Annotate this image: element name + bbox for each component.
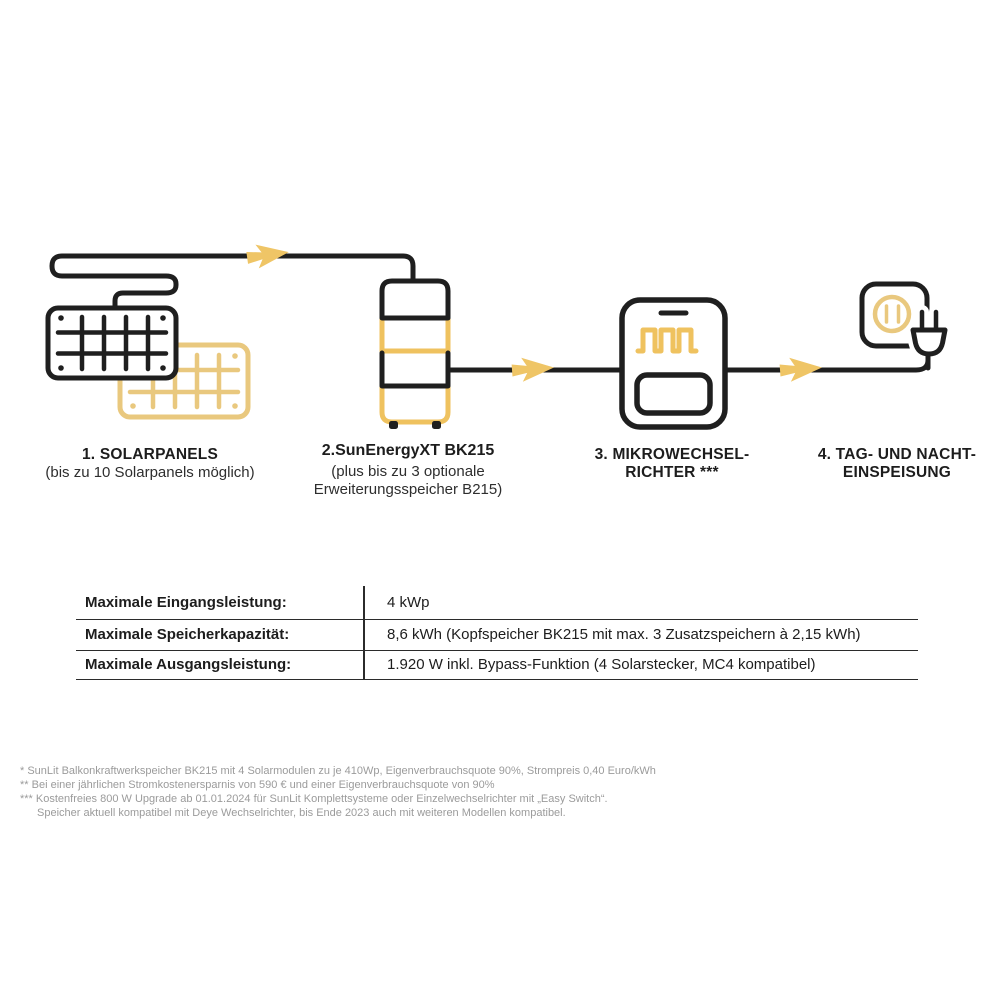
battery-foot <box>389 421 398 429</box>
table-row: Maximale Speicherkapazität: 8,6 kWh (Kop… <box>76 620 918 651</box>
step-label-einspeisung: 4. TAG- UND NACHT- EINSPEISUNG <box>792 446 1000 482</box>
footnote: *** Kostenfreies 800 W Upgrade ab 01.01.… <box>20 793 608 805</box>
step-title: RICHTER *** <box>625 464 719 481</box>
spec-value: 8,6 kWh (Kopfspeicher BK215 mit max. 3 Z… <box>387 626 861 644</box>
spec-label: Maximale Eingangsleistung: <box>85 594 287 611</box>
table-divider <box>363 586 365 680</box>
battery-foot <box>432 421 441 429</box>
step-label-mikrowechselrichter: 3. MIKROWECHSEL- RICHTER *** <box>572 446 772 482</box>
flow-arrow-icon <box>246 244 289 269</box>
step-title: 1. SOLARPANELS <box>81 446 218 463</box>
spec-value: 4 kWp <box>387 594 430 611</box>
spec-table: Maximale Eingangsleistung: 4 kWp Maximal… <box>76 586 918 680</box>
spec-value: 1.920 W inkl. Bypass-Funktion (4 Solarst… <box>387 656 816 674</box>
table-row: Maximale Eingangsleistung: 4 kWp <box>76 586 918 620</box>
plug-icon <box>906 305 952 371</box>
microinverter-icon <box>619 297 728 430</box>
footnote: ** Bei einer jährlichen Stromkostenerspa… <box>20 779 495 791</box>
footnotes: * SunLit Balkonkraftwerkspeicher BK215 m… <box>20 764 780 820</box>
step-subtitle: (bis zu 10 Solarpanels möglich) <box>45 464 255 481</box>
step-title: EINSPEISUNG <box>842 464 952 481</box>
square-wave-icon <box>635 327 699 354</box>
step-subtitle: Erweiterungsspeicher B215) <box>313 481 503 498</box>
battery-storage-icon <box>379 278 451 429</box>
step-subtitle: (plus bis zu 3 optionale <box>331 463 485 480</box>
flow-arrow-icon <box>779 357 822 382</box>
footnote: * SunLit Balkonkraftwerkspeicher BK215 m… <box>20 765 656 777</box>
flow-arrow-icon <box>511 357 554 382</box>
spec-label: Maximale Speicherkapazität: <box>85 626 290 644</box>
step-label-solarpanels: 1. SOLARPANELS (bis zu 10 Solarpanels mö… <box>20 446 280 482</box>
system-flow-diagram <box>45 244 952 430</box>
step-title: 3. MIKROWECHSEL- <box>594 446 750 463</box>
step-label-sunenergyxt: 2.SunEnergyXT BK215 (plus bis zu 3 optio… <box>293 442 523 499</box>
solar-panel-icon <box>45 305 179 381</box>
spec-label: Maximale Ausgangsleistung: <box>85 656 292 674</box>
wire-panel-to-battery <box>49 253 416 313</box>
table-row: Maximale Ausgangsleistung: 1.920 W inkl.… <box>76 651 918 680</box>
step-title: 2.SunEnergyXT BK215 <box>321 442 495 459</box>
footnote: Speicher aktuell kompatibel mit Deye Wec… <box>37 807 566 819</box>
step-title: 4. TAG- UND NACHT- <box>817 446 977 463</box>
